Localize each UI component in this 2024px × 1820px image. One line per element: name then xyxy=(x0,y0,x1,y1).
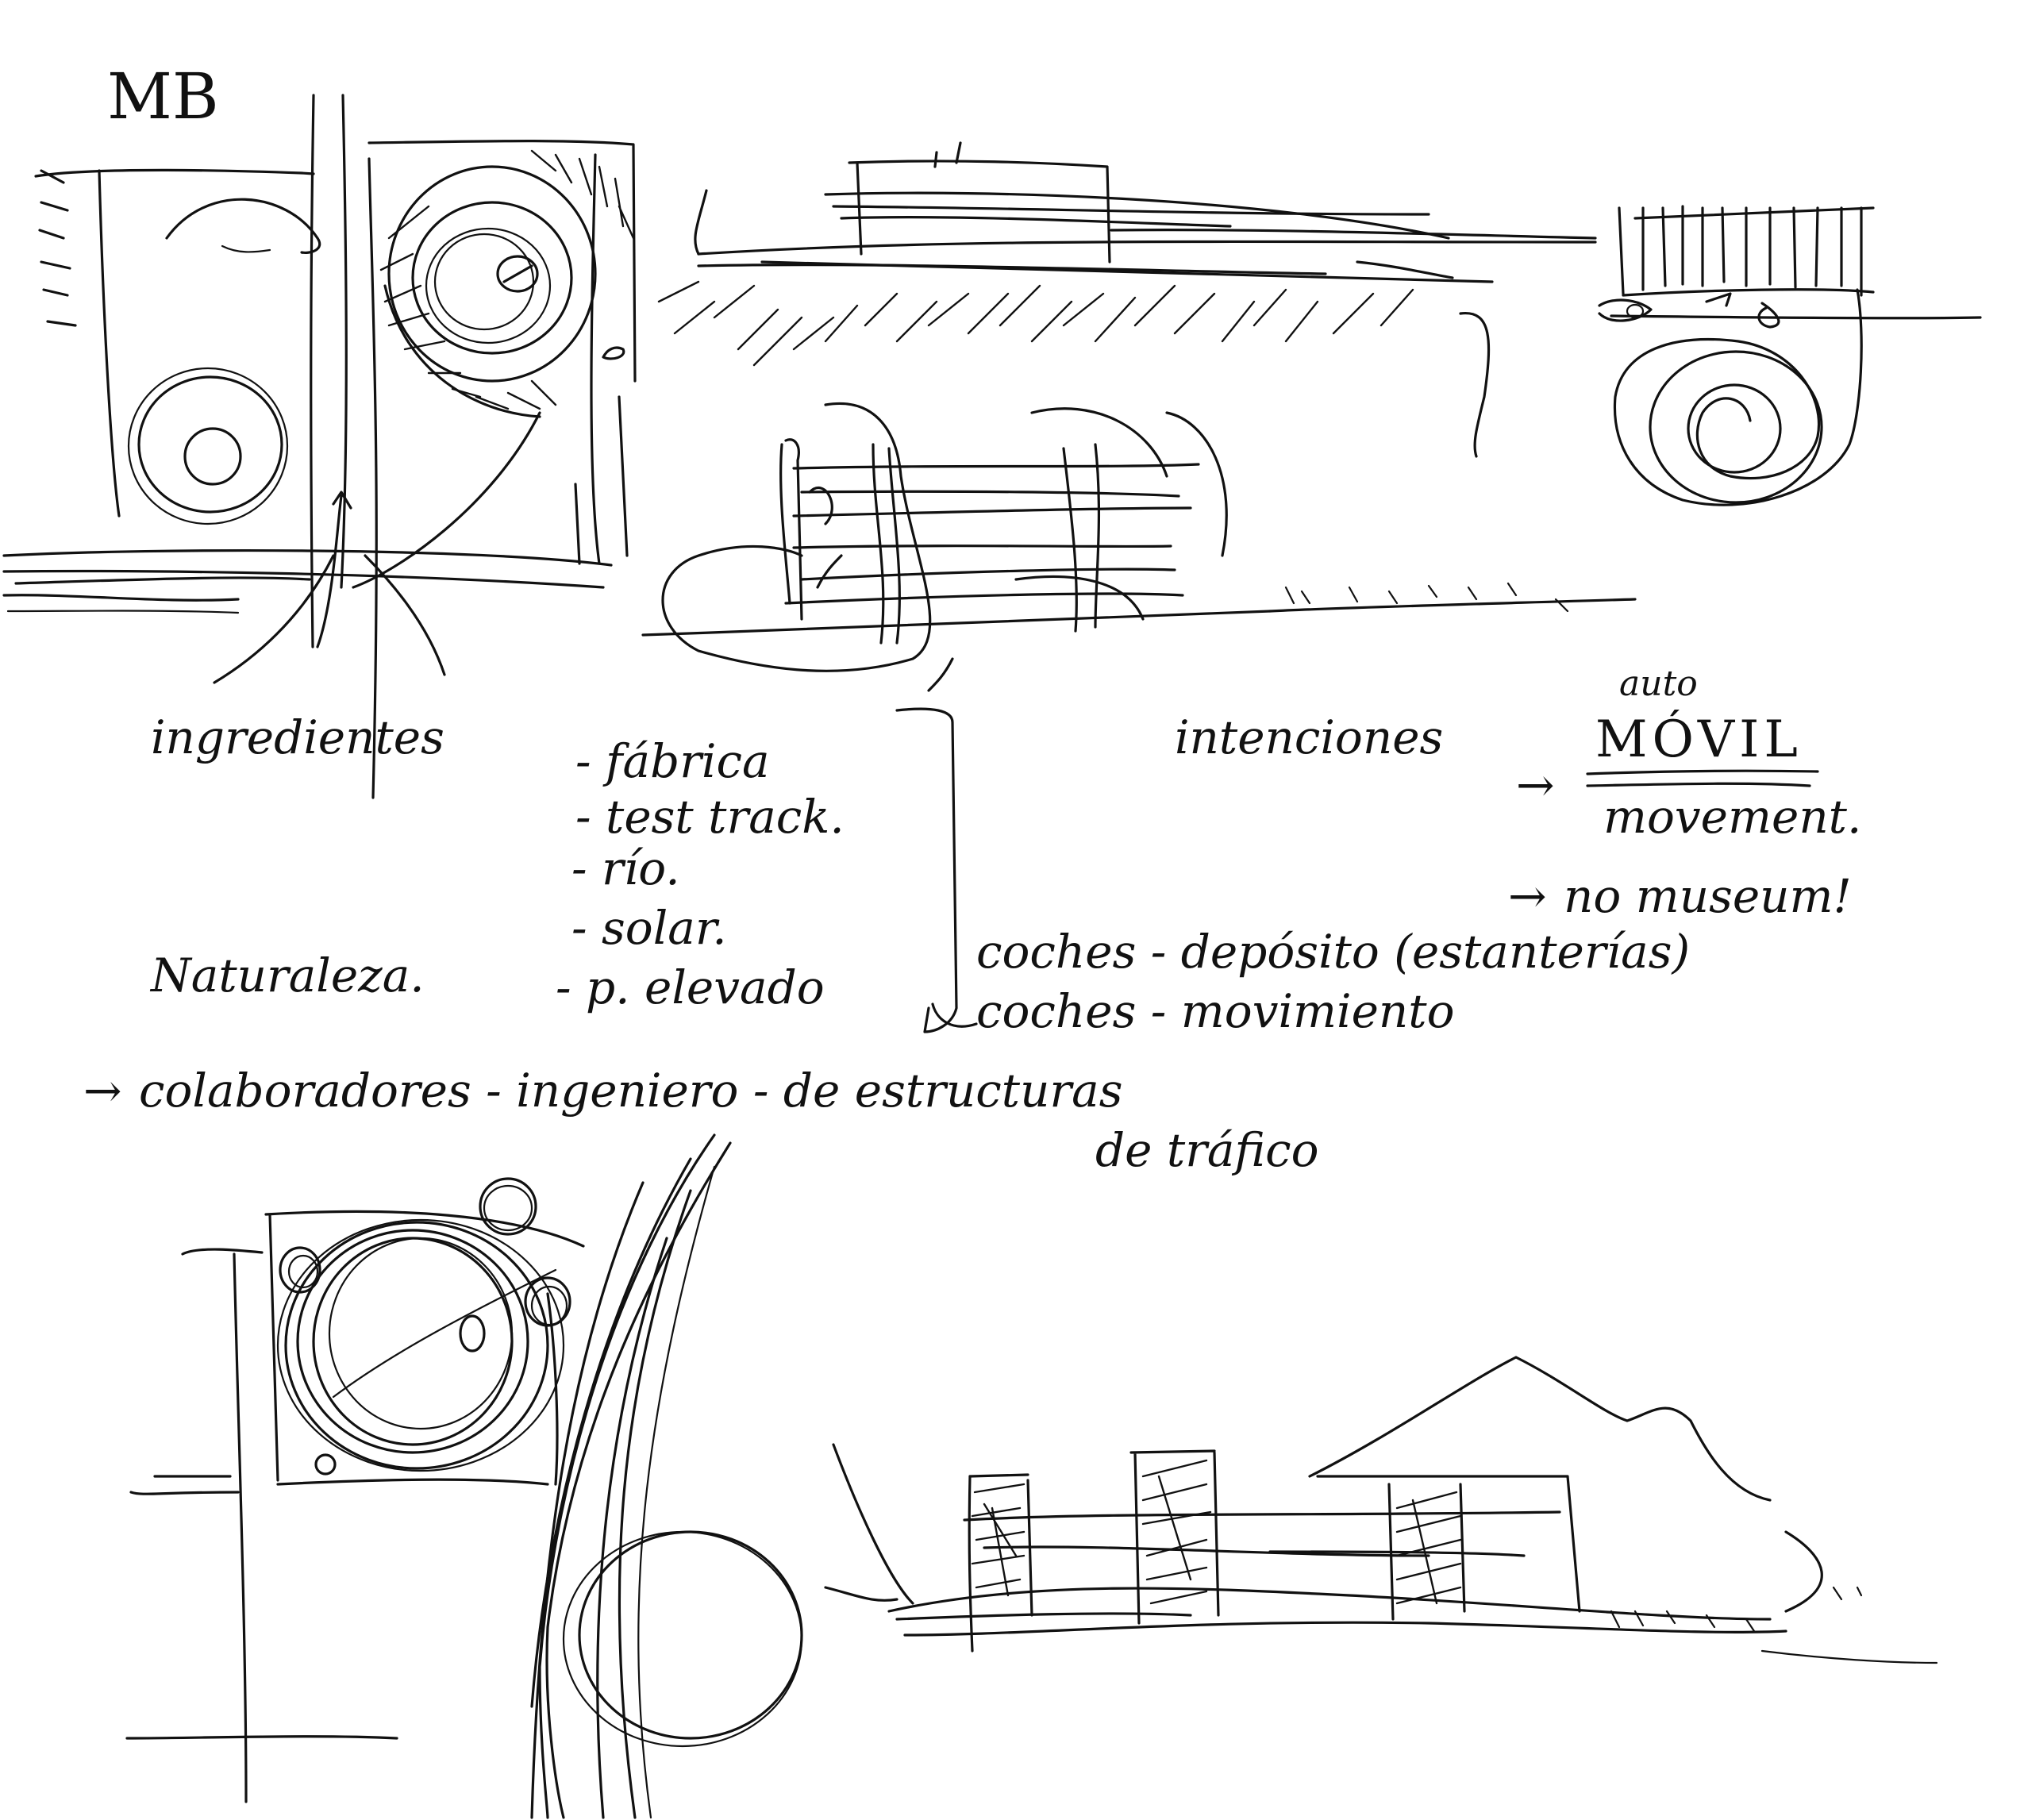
collaborators-line-2: de tráfico xyxy=(1095,1123,1319,1177)
naturaleza-label: Naturaleza. xyxy=(151,948,425,1002)
movil-label: MÓVIL xyxy=(1595,710,1803,769)
initials: MB xyxy=(107,60,219,133)
arrow-1: → xyxy=(1516,758,1555,812)
ingredient-item: - fábrica xyxy=(575,734,770,788)
car-wheel-sketch-top-right xyxy=(1598,205,1982,506)
collaborators-arrow: → xyxy=(83,1064,122,1118)
ingredients-heading: ingredientes xyxy=(151,710,444,764)
section-sketch-middle xyxy=(641,402,1637,692)
elevation-sketch-bottom-right xyxy=(832,1356,1938,1664)
arrow-2: → xyxy=(1508,869,1547,923)
ingredient-item: - solar. xyxy=(571,901,727,955)
cars-line-1: coches - depósito (estanterías) xyxy=(976,925,1691,979)
ingredient-item: - p. elevado xyxy=(556,960,825,1014)
elevation-sketch-top-center xyxy=(657,141,1597,458)
site-plan-sketch-top-left xyxy=(2,94,637,799)
cars-line-2: coches - movimiento xyxy=(976,984,1455,1038)
no-museum-label: no museum! xyxy=(1564,869,1852,923)
ingredient-item: - test track. xyxy=(575,790,845,844)
collaborators-line-1: colaboradores - ingeniero - de estructur… xyxy=(139,1064,1123,1118)
intentions-heading: intenciones xyxy=(1175,710,1444,764)
auto-label: auto xyxy=(1619,664,1698,704)
site-plan-sketch-bottom-left xyxy=(125,1133,898,1819)
movement-label: movement. xyxy=(1603,790,1862,844)
text-marks xyxy=(895,707,1819,1033)
ingredient-item: - río. xyxy=(571,841,680,895)
